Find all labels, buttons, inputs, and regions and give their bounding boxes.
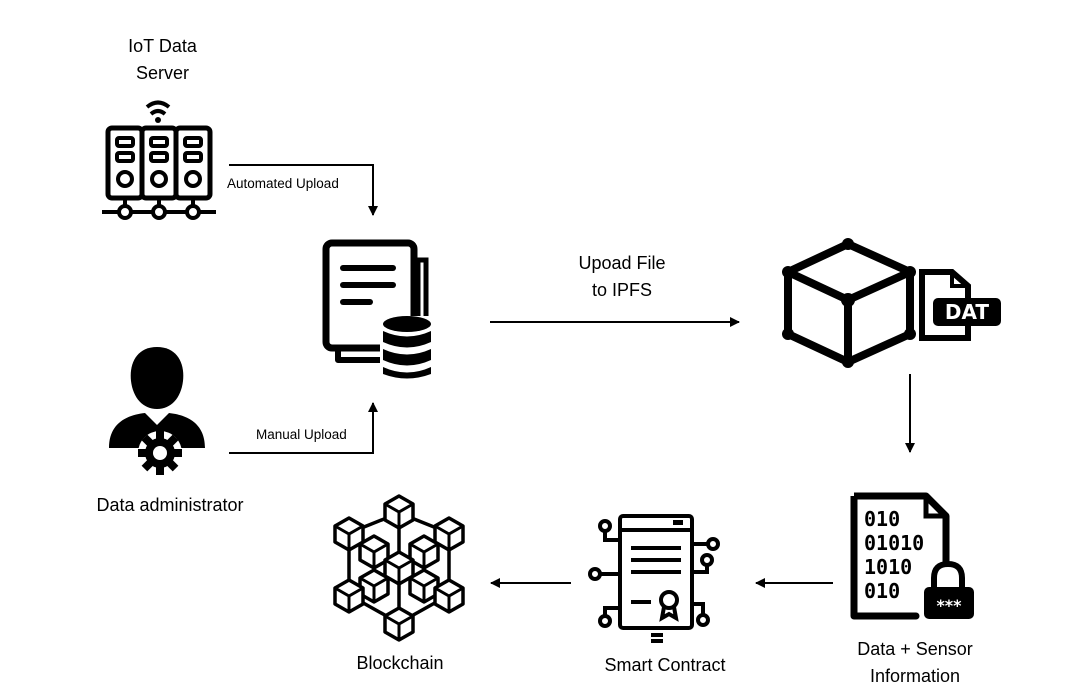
data-admin-label: Data administrator [96,495,244,515]
smart-contract-label: Smart Contract [604,655,726,675]
upload-ipfs-label-line1: Upoad File [578,253,666,273]
binary-line-3: 1010 [864,555,912,579]
document-database-icon [322,239,435,379]
manual-upload-label: Manual Upload [256,427,347,442]
manual-upload-arrow [229,402,378,454]
admin-user-gear-icon [109,347,205,475]
automated-upload-arrow [229,164,378,216]
iot-server-label: IoT Data Server [95,33,230,87]
iot-server-label-line1: IoT Data [128,36,197,56]
cube-dat-file-icon: DAT [782,238,1001,368]
upload-ipfs-label-line2: to IPFS [591,280,653,300]
binary-line-1: 010 [864,507,900,531]
automated-upload-label: Automated Upload [227,176,339,191]
dat-badge-text: DAT [945,300,990,324]
lock-mask-text: *** [936,596,962,615]
upload-ipfs-label: Upoad File to IPFS [552,250,692,304]
blockchain-cubes-icon [333,494,465,642]
data-sensor-label-line1: Data + Sensor [857,639,973,659]
binary-file-lock-icon: 010 01010 1010 010 *** [850,492,978,620]
iot-server-label-line2: Server [135,63,189,83]
data-sensor-label-line2: Information [869,666,961,686]
binary-line-2: 01010 [864,531,924,555]
smart-contract-icon [588,514,720,643]
server-rack-icon [102,100,216,220]
binary-line-4: 010 [864,579,900,603]
data-sensor-label: Data + Sensor Information [835,636,995,690]
blockchain-label: Blockchain [356,653,444,673]
